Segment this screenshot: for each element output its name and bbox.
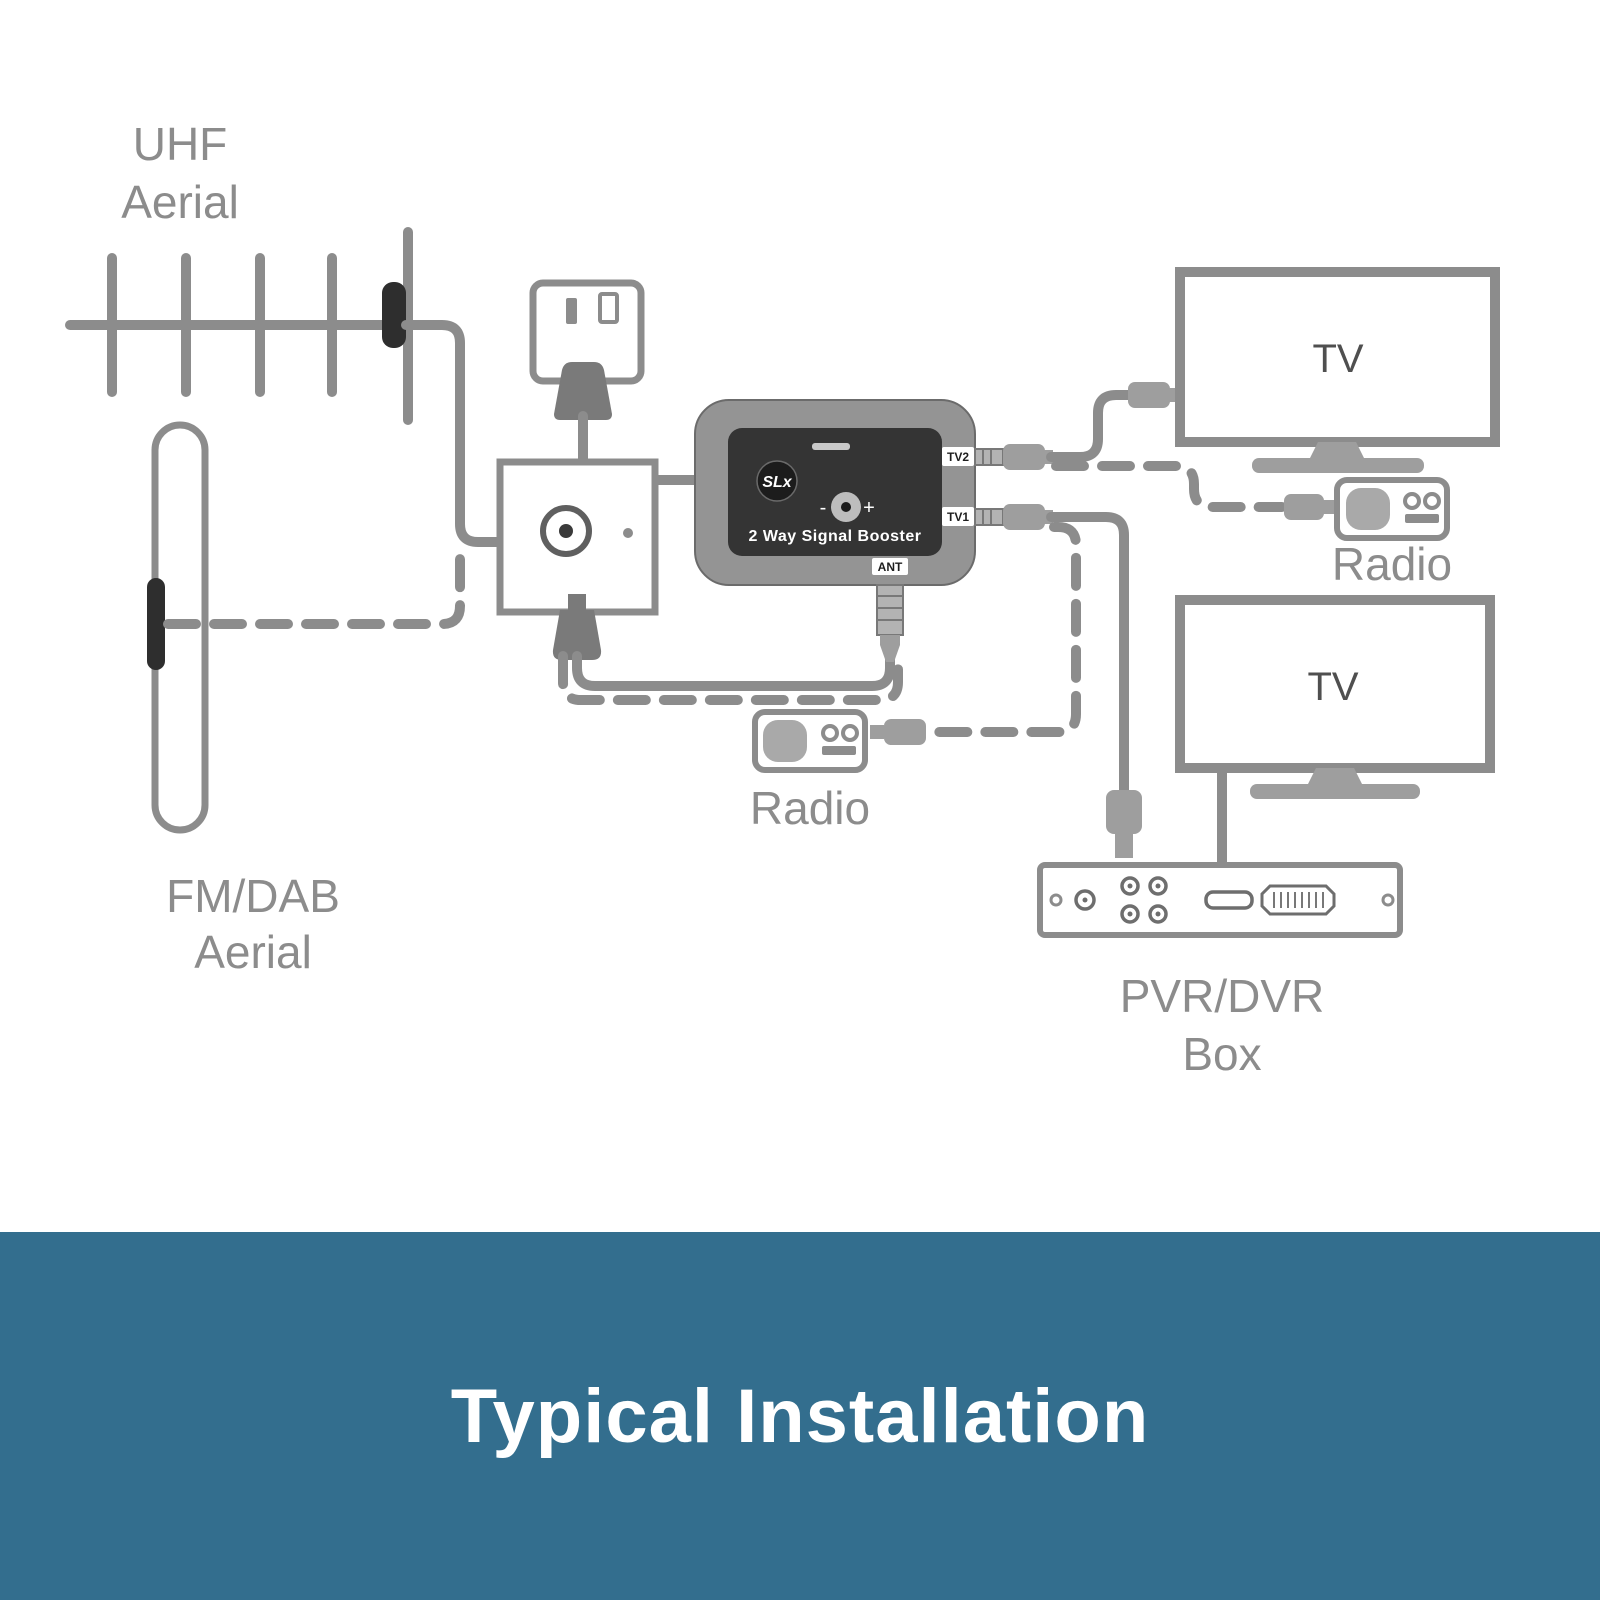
tv1-output-port: TV1 [942,504,1053,530]
booster-led-window [812,443,850,450]
fm-connector-block [147,578,165,670]
pvr-scart-pins [1273,892,1324,908]
coax-plug-body [552,610,602,660]
tv1-port-tag [942,507,974,526]
pvr-label-line2: Box [1182,1028,1261,1080]
wall-plate-drawing [496,458,659,660]
booster-product-name: 2 Way Signal Booster [749,528,922,545]
gain-knob-dot [841,502,851,512]
ant-connector-threads [877,595,903,621]
tv-bottom-screen [1175,595,1495,773]
title-banner: Typical Installation [0,1232,1600,1600]
installation-diagram: UHF Aerial FM/DAB Aerial [65,118,1500,1080]
fm-dab-label-line1: FM/DAB [166,870,340,922]
brand-logo-text: SLx [762,474,792,491]
booster-panel [728,428,942,556]
pvr-rca-jacks [1120,876,1168,924]
tv1-connector-threads [982,509,992,525]
uhf-aerial-label-line2: Aerial [121,176,239,228]
tv-top-label: TV [1312,337,1363,381]
radio-center-speaker [763,720,807,762]
ant-f-connector [876,584,904,636]
pvr-hdmi-port [1204,890,1254,910]
coax-plug-tip [568,594,586,610]
radio-center-label: Radio [750,782,870,834]
radio-center-knob [821,724,839,742]
tv-top-screen [1175,267,1500,447]
tv1-port-label: TV1 [947,510,969,524]
radio-right-speaker [1346,488,1390,530]
tv-bottom-label: TV [1307,665,1358,709]
tv2-port-tag [942,447,974,466]
coax-socket-pin [559,524,573,538]
socket-earth-slot [566,298,577,324]
pvr-screw [1049,893,1063,907]
ant-input-port: ANT [872,558,908,662]
tv2-port-label: TV2 [947,450,969,464]
tv1-to-radio-center-cable-dashed [923,522,1081,737]
tv2-connector-threads [982,449,992,465]
tv-bottom-drawing: TV [1175,595,1495,799]
wallplate-to-ant-cable [572,651,895,691]
ant-cable-plug-tip [880,635,900,662]
gain-plus-sign: + [863,497,875,519]
power-plug [554,362,612,420]
socket-switch [598,292,619,324]
tv1-cable-plug [1003,504,1045,530]
signal-booster-device: SLx - + 2 Way Signal Booster TV2 [694,399,1053,662]
power-socket-drawing [529,279,645,420]
tv2-to-radio-cable-dashed [1051,461,1287,512]
radio-right-knob [1423,492,1441,510]
tv2-f-connector [974,448,1004,466]
radio-center-plug [870,719,926,745]
fm-dab-label-line2: Aerial [194,926,312,978]
radio-center-display [822,746,856,755]
uhf-aerial-drawing [65,227,445,425]
radio-right-plug [1284,494,1335,520]
uhf-aerial-label-line1: UHF [133,118,228,170]
pvr-label-line1: PVR/DVR [1120,970,1324,1022]
tv1-f-connector [974,508,1004,526]
wallplate-to-ant-cable-dashed [558,651,903,705]
tv-top-stand-base [1252,458,1424,473]
gain-minus-sign: - [820,497,827,519]
tv2-cable-plug [1003,444,1045,470]
tv-top-plug [1128,382,1182,408]
pvr-plug [1106,790,1142,858]
pvr-power-jack-pin [1082,897,1088,903]
fm-to-wallplate-cable-dashed [163,551,465,629]
ant-port-tag [872,558,908,575]
tv-bottom-stand-neck [1308,768,1362,784]
uhf-to-wallplate-cable [401,320,507,547]
page-title: Typical Installation [450,1373,1150,1459]
radio-right-drawing [1334,477,1450,541]
tv1-to-pvr-cable [1046,512,1129,795]
ant-port-label: ANT [878,560,903,574]
faceplate-screw [623,528,633,538]
brand-logo-icon [756,460,798,502]
pvr-screw [1381,893,1395,907]
tv-top-stand-neck [1310,442,1364,458]
radio-center-drawing [752,709,868,773]
tv-bottom-stand-base [1250,784,1420,799]
radio-right-display [1405,514,1439,523]
tv2-to-tv-cable [1046,390,1133,462]
uhf-connector-block [382,282,406,348]
radio-right-label: Radio [1332,538,1452,590]
pvr-box-drawing [1037,862,1403,938]
radio-right-knob [1403,492,1421,510]
tv-top-drawing: TV [1175,267,1500,473]
radio-center-knob [841,724,859,742]
